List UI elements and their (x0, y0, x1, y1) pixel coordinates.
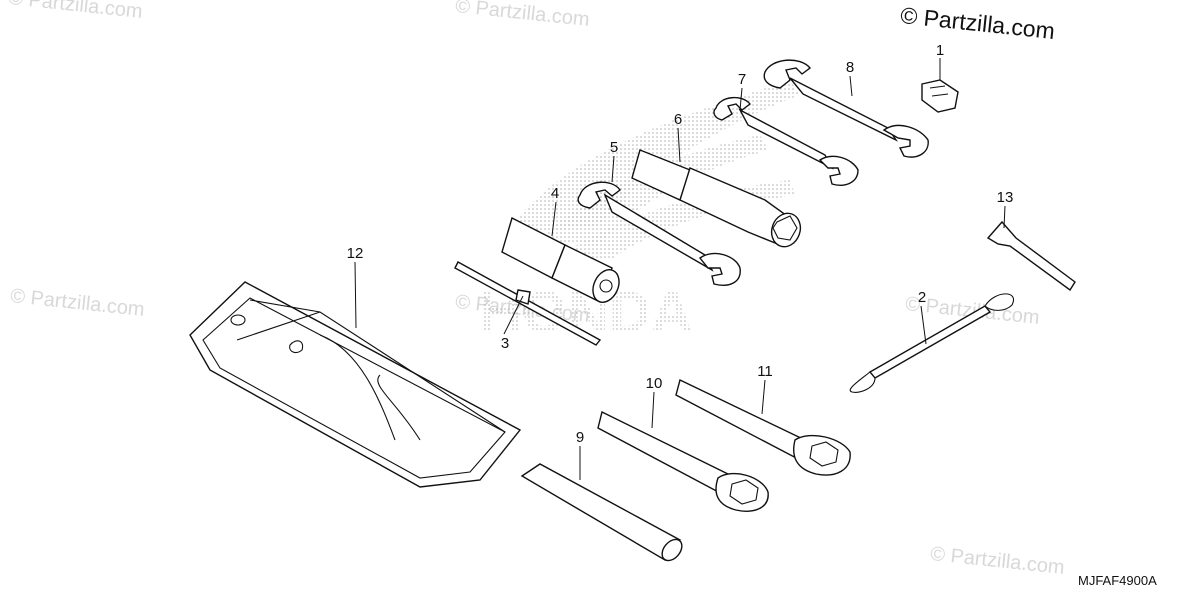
callout-11: 11 (757, 363, 773, 380)
part-clip (921, 79, 959, 113)
callout-12: 12 (347, 245, 364, 262)
callout-6: 6 (674, 111, 682, 128)
part-box-wrench-10 (597, 410, 769, 512)
part-sleeve-9 (520, 463, 683, 562)
part-tool-bag-12 (189, 281, 522, 488)
callout-3: 3 (501, 335, 509, 352)
callout-1: 1 (936, 42, 944, 59)
part-wrench-5 (577, 181, 741, 286)
part-wrench-8 (763, 59, 929, 158)
part-socket-4 (501, 216, 620, 303)
callout-10: 10 (646, 375, 663, 392)
callout-8: 8 (846, 59, 854, 76)
callout-2: 2 (918, 289, 926, 306)
callout-5: 5 (610, 139, 618, 156)
part-hex-key-13 (986, 220, 1076, 292)
callout-7: 7 (738, 71, 746, 88)
callout-13: 13 (997, 189, 1014, 206)
callout-4: 4 (551, 185, 559, 202)
part-socket-wrench-6 (631, 149, 802, 248)
callout-9: 9 (576, 429, 584, 446)
part-cable-2 (849, 293, 1015, 393)
leader-lines (354, 58, 1006, 480)
diagram-code: MJFAF4900A (1078, 573, 1157, 588)
part-box-wrench-11 (675, 379, 851, 476)
